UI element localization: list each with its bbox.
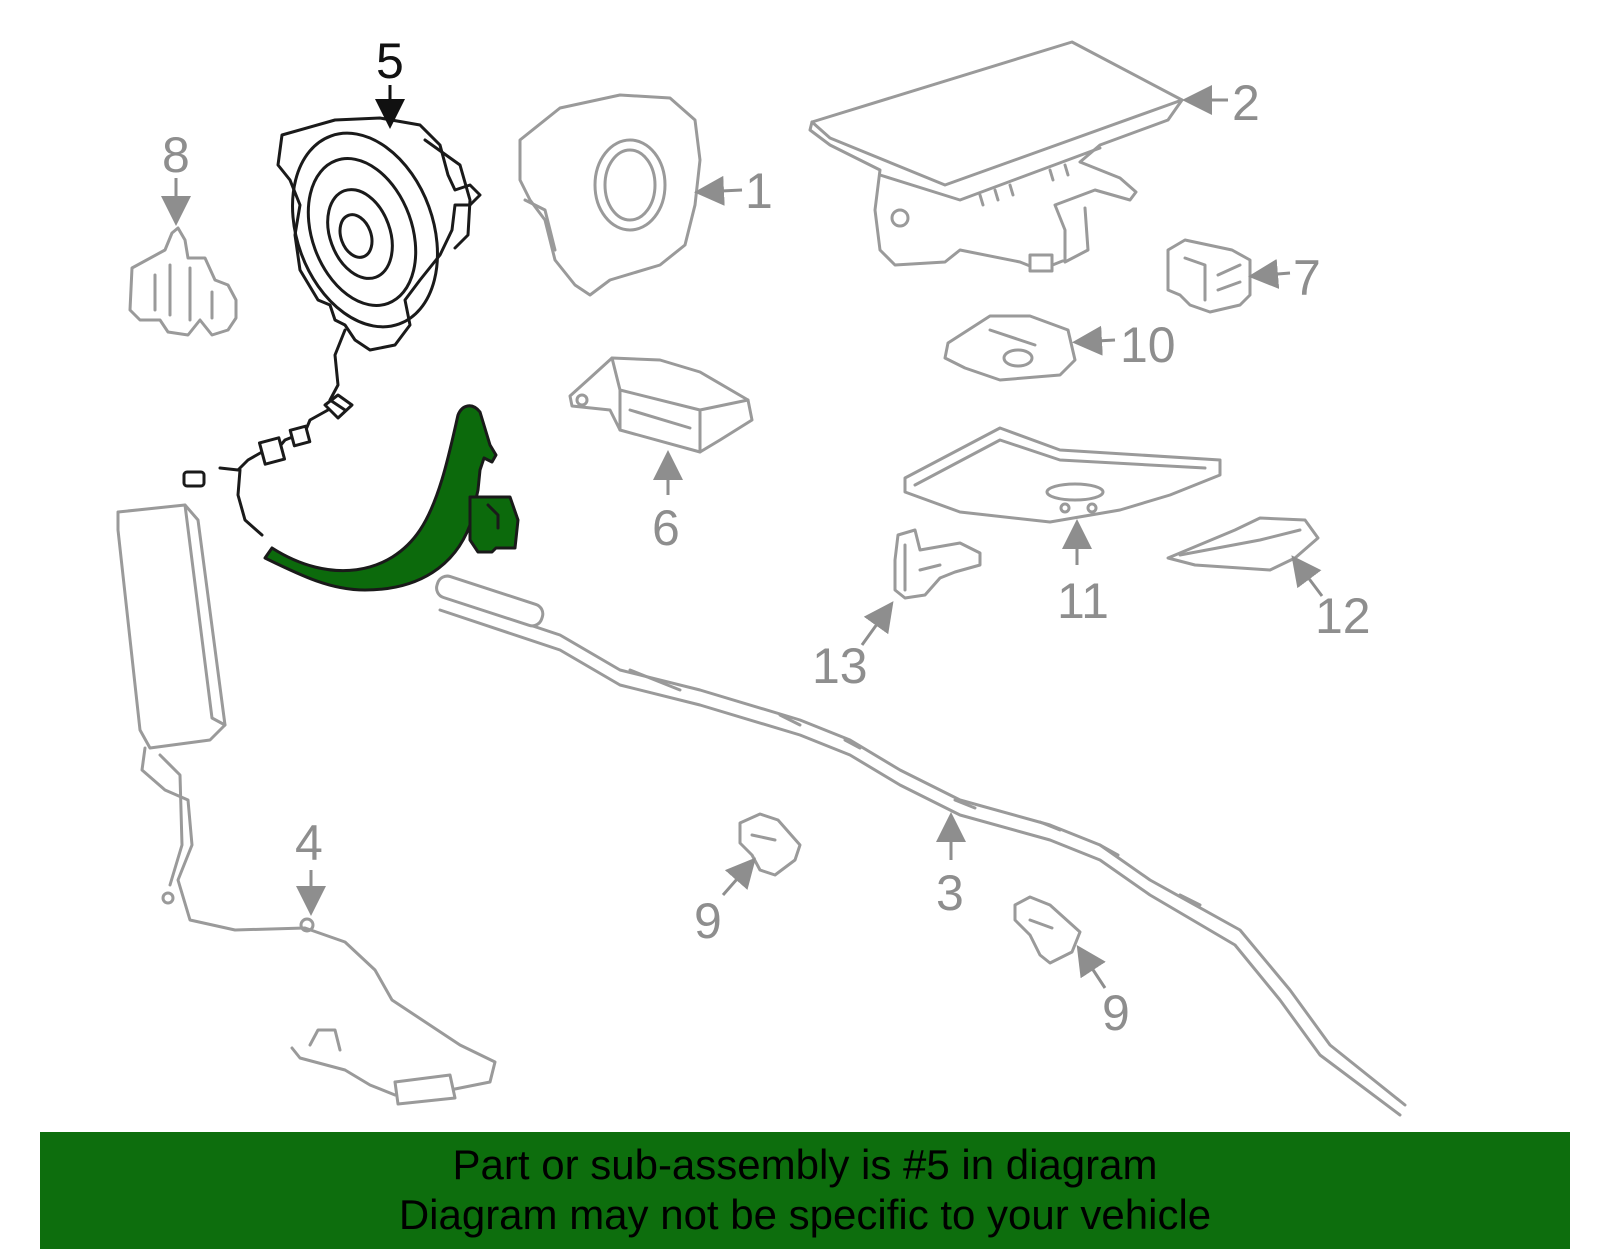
part-11[interactable] [903, 426, 1222, 524]
part-13[interactable] [893, 528, 982, 600]
callout-2: 2 [1232, 75, 1260, 131]
callout-3: 3 [936, 865, 964, 921]
part-8[interactable] [128, 226, 238, 337]
callout-10: 10 [1120, 317, 1176, 373]
callout-7: 7 [1293, 250, 1321, 306]
banner-line-1: Part or sub-assembly is #5 in diagram [452, 1141, 1158, 1188]
callout-9b: 9 [1102, 985, 1130, 1041]
callout-8: 8 [162, 127, 190, 183]
info-banner: Part or sub-assembly is #5 in diagram Di… [40, 1132, 1570, 1249]
callout-1: 1 [745, 163, 773, 219]
callout-11: 11 [1057, 573, 1109, 629]
part-6-module[interactable] [568, 356, 754, 454]
callout-6: 6 [652, 500, 680, 556]
part-4-side-airbag[interactable] [116, 503, 497, 1106]
part-9b[interactable] [1013, 895, 1082, 965]
callout-9a: 9 [694, 893, 722, 949]
part-3-curtain-airbag[interactable] [434, 573, 1407, 1117]
part-1-driver-airbag[interactable] [518, 93, 702, 297]
banner-line-2: Diagram may not be specific to your vehi… [398, 1191, 1212, 1238]
callout-13: 13 [812, 638, 868, 694]
part-2-passenger-airbag[interactable] [808, 40, 1184, 273]
part-5-clockspring[interactable] [182, 113, 482, 537]
part-7[interactable] [1166, 238, 1252, 314]
part-10[interactable] [943, 314, 1077, 382]
highlighted-harness[interactable] [263, 404, 520, 592]
part-12[interactable] [1166, 516, 1320, 572]
callout-12: 12 [1315, 588, 1371, 644]
callout-4: 4 [295, 815, 323, 871]
callout-5: 5 [376, 33, 404, 89]
